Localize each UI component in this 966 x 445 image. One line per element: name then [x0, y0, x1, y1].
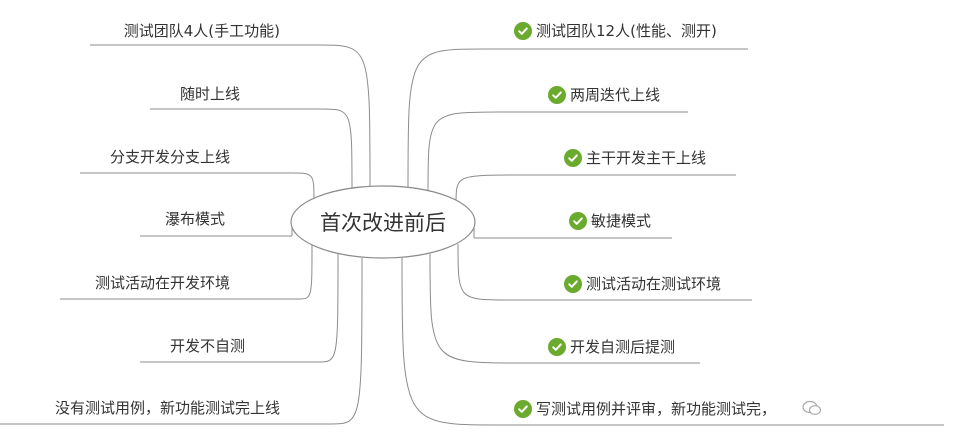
right-branch-node[interactable]: 测试活动在测试环境: [564, 273, 721, 295]
right-branch-node[interactable]: 两周迭代上线: [548, 84, 660, 106]
right-branch-label: 测试活动在测试环境: [586, 275, 722, 293]
left-branch-label: 测试活动在开发环境: [94, 274, 230, 292]
left-branch-label: 测试团队4人(手工功能): [123, 22, 280, 40]
right-branch-label: 主干开发主干上线: [586, 149, 707, 167]
left-branch-label: 没有测试用例，新功能测试完上线: [54, 399, 280, 417]
right-branch-label: 两周迭代上线: [570, 86, 661, 104]
left-branch-connector: [317, 44, 371, 187]
check-circle-icon: [564, 275, 582, 293]
check-circle-icon: [514, 22, 532, 40]
left-branch-node[interactable]: 测试活动在开发环境: [40, 272, 230, 294]
right-branch-connector: [401, 257, 501, 426]
left-branch-label: 开发不自测: [169, 337, 245, 355]
central-topic[interactable]: 首次改进前后: [290, 185, 476, 259]
chat-bubble-icon: [802, 400, 822, 415]
right-branch-node[interactable]: 开发自测后提测: [548, 336, 675, 358]
right-branch-node[interactable]: 写测试用例并评审，新功能测试完，: [514, 398, 776, 420]
check-circle-icon: [514, 400, 532, 418]
check-circle-icon: [548, 338, 566, 356]
central-topic-ellipse: [290, 185, 476, 259]
right-branch-label: 测试团队12人(性能、测开): [536, 22, 717, 40]
check-circle-icon: [564, 149, 582, 167]
left-branch-node[interactable]: 分支开发分支上线: [60, 146, 230, 168]
check-circle-icon: [569, 212, 587, 230]
left-branch-node[interactable]: 随时上线: [100, 83, 240, 105]
right-branch-connector: [455, 174, 521, 205]
right-branch-connector: [457, 243, 511, 301]
left-branch-connector: [317, 253, 339, 363]
left-branch-connector: [329, 257, 363, 425]
left-branch-label: 随时上线: [179, 85, 240, 103]
right-branch-connector: [427, 111, 501, 194]
right-branch-label: 敏捷模式: [591, 212, 652, 230]
left-branch-label: 瀑布模式: [164, 210, 225, 228]
right-branch-node[interactable]: 敏捷模式: [569, 210, 651, 232]
left-branch-node[interactable]: 没有测试用例，新功能测试完上线: [0, 397, 280, 419]
right-branch-connector: [407, 48, 487, 188]
left-branch-connector: [291, 172, 315, 204]
left-branch-node[interactable]: 开发不自测: [100, 335, 245, 357]
right-branch-label: 开发自测后提测: [570, 338, 676, 356]
watermark: [802, 397, 825, 419]
left-branch-node[interactable]: 测试团队4人(手工功能): [40, 20, 280, 42]
left-branch-label: 分支开发分支上线: [109, 148, 230, 166]
right-branch-label: 写测试用例并评审，新功能测试完，: [536, 400, 777, 418]
right-branch-node[interactable]: 主干开发主干上线: [564, 147, 706, 169]
right-branch-node[interactable]: 测试团队12人(性能、测开): [514, 20, 717, 42]
left-branch-node[interactable]: 瀑布模式: [100, 208, 225, 230]
check-circle-icon: [548, 86, 566, 104]
central-topic-label: 首次改进前后: [320, 211, 446, 235]
right-branch-connector: [429, 253, 521, 364]
left-branch-connector: [321, 108, 353, 193]
left-branch-connector: [297, 244, 313, 300]
